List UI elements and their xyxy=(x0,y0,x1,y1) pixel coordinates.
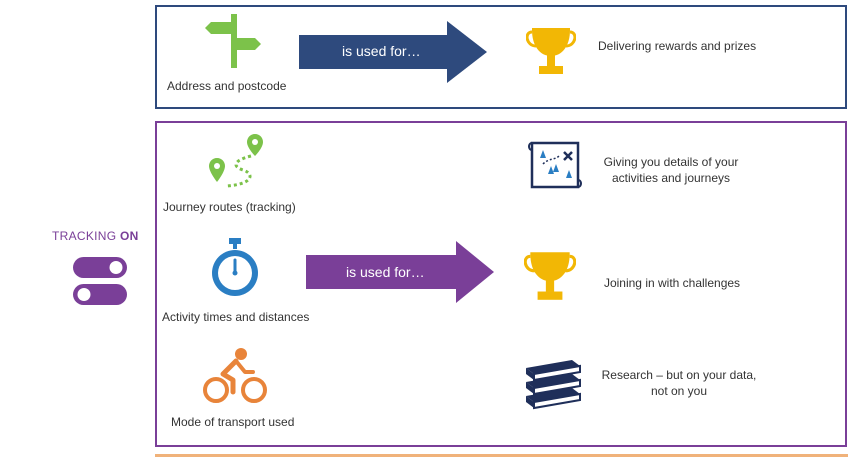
source-label-journey: Journey routes (tracking) xyxy=(163,200,296,214)
stopwatch-icon xyxy=(212,238,258,296)
target-research-line1: Research – but on your data, xyxy=(601,368,757,382)
main-arrow-text: is used for… xyxy=(346,264,425,280)
tracking-status-label: TRACKING ON xyxy=(52,229,139,243)
target-research-line2: not on you xyxy=(650,384,708,398)
rewards-label: Delivering rewards and prizes xyxy=(598,39,757,53)
top-arrow-text: is used for… xyxy=(342,43,421,59)
target-details-line2: activities and journeys xyxy=(611,171,731,185)
signpost-icon xyxy=(205,14,261,68)
route-pins-icon xyxy=(209,134,263,188)
tracking-section-box xyxy=(155,121,847,447)
tracking-toggle-icon[interactable] xyxy=(73,256,127,306)
target-challenges-line1: Joining in with challenges xyxy=(603,276,741,290)
trophy-icon xyxy=(526,28,576,74)
source-label-activity: Activity times and distances xyxy=(162,310,310,324)
cyclist-icon xyxy=(203,348,267,403)
target-details: Giving you details of your activities an… xyxy=(596,154,746,186)
map-icon xyxy=(528,141,582,189)
bottom-divider xyxy=(155,454,848,457)
top-arrow xyxy=(299,21,487,83)
main-arrow xyxy=(306,241,494,303)
source-label-transport: Mode of transport used xyxy=(171,415,295,429)
books-icon xyxy=(526,360,581,410)
target-challenges: Joining in with challenges xyxy=(592,275,752,291)
target-research: Research – but on your data, not on you xyxy=(594,367,764,399)
tracking-label: TRACKING xyxy=(52,229,117,243)
address-label: Address and postcode xyxy=(167,79,287,93)
challenge-trophy-icon xyxy=(524,252,576,300)
tracking-state: ON xyxy=(120,229,139,243)
target-details-line1: Giving you details of your xyxy=(603,155,739,169)
top-section-box xyxy=(155,5,847,109)
